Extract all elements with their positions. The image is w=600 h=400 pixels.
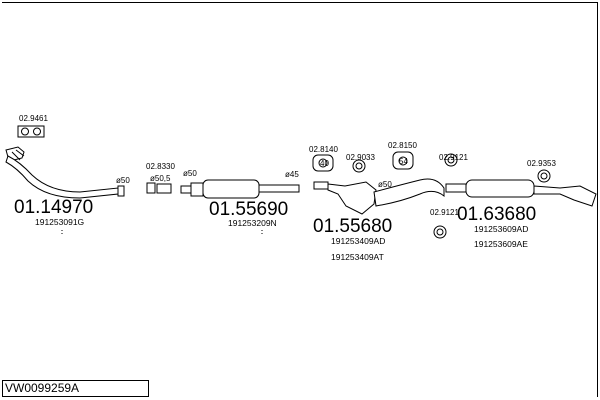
part-number-rear-silencer: 01.63680 [457, 204, 536, 225]
middle-silencer[interactable] [180, 179, 300, 199]
gasket-label: 02.9461 [19, 114, 48, 123]
ring-4[interactable] [433, 225, 447, 239]
ring-3[interactable] [537, 169, 551, 183]
hanger-1-label: 02.8140 [309, 145, 338, 154]
hanger-1[interactable] [312, 154, 334, 172]
dim-5: ø50 [378, 180, 392, 189]
clamp-1-label: 02.8330 [146, 162, 175, 171]
ring-2[interactable] [444, 153, 458, 167]
front-pipe[interactable] [5, 146, 125, 199]
oe-number-center-silencer-2: 191253409AT [331, 252, 384, 262]
hanger-2-label: 02.8150 [388, 141, 417, 150]
ring-2-label: 02.9121 [439, 153, 468, 162]
part-number-front-pipe: 01.14970 [14, 197, 93, 218]
hanger-1-mark: 40 [320, 159, 329, 168]
part-number-middle-silencer: 01.55690 [209, 199, 288, 220]
dim-3: ø50 [183, 169, 197, 178]
ring-3-label: 02.9353 [527, 159, 556, 168]
ring-4-label: 02.9121 [430, 208, 459, 217]
oe-number-rear-silencer-1: 191253609AD [474, 224, 528, 234]
oe-number-center-silencer-1: 191253409AD [331, 236, 385, 246]
hanger-2-mark: 54 [399, 157, 408, 166]
dim-1: ø50 [116, 176, 130, 185]
oe-number-rear-silencer-2: 191253609AE [474, 239, 528, 249]
center-silencer[interactable] [313, 178, 445, 215]
ring-1-label: 02.9033 [346, 153, 375, 162]
oe-number-middle-silencer: 191253209N [228, 218, 277, 228]
gasket-front[interactable] [17, 125, 45, 138]
dim-2: ø50,5 [150, 174, 171, 183]
oe-number-front-pipe: 191253091G [35, 217, 84, 227]
clamp-1[interactable] [146, 182, 172, 194]
ring-1[interactable] [352, 159, 366, 173]
part-number-center-silencer: 01.55680 [313, 216, 392, 237]
diagram-code: VW0099259A [2, 380, 149, 397]
rear-silencer[interactable] [445, 179, 597, 207]
dim-4: ø45 [285, 170, 299, 179]
hanger-2[interactable] [392, 151, 414, 170]
